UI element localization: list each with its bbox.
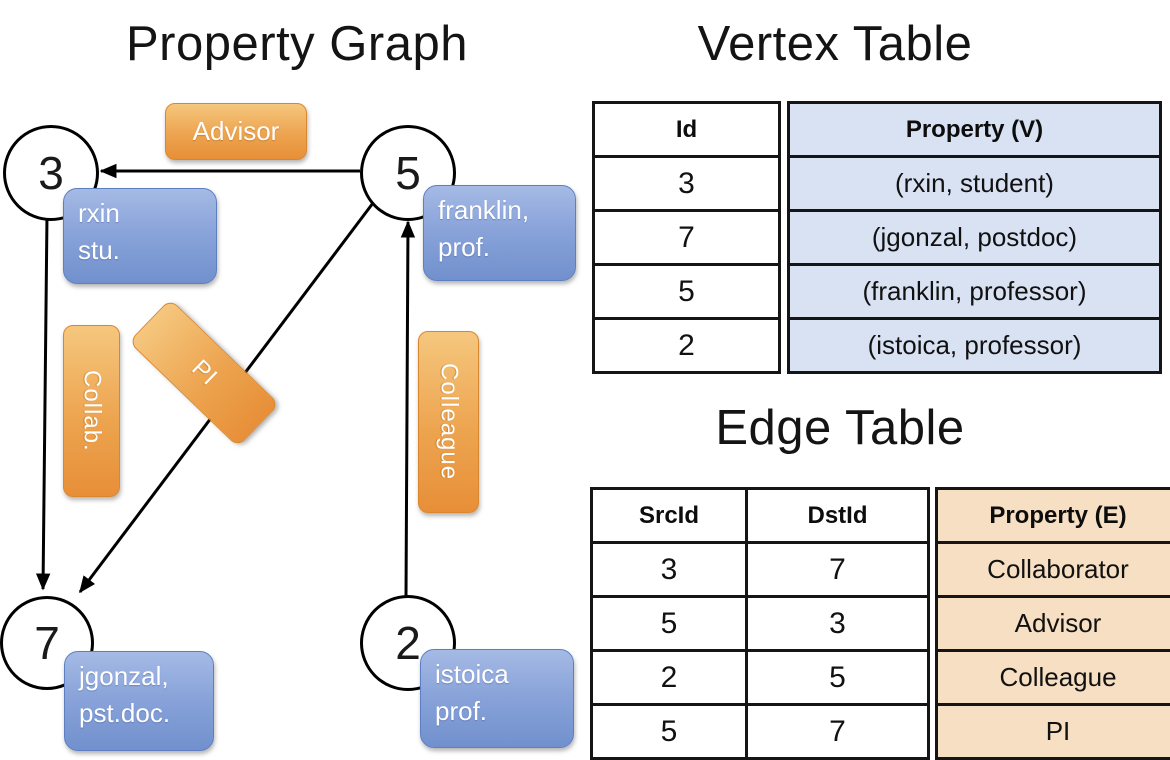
table-cell: (rxin, student) [787,155,1162,212]
edge-table: SrcId DstId 3 7 5 3 2 5 5 7 Property (E)… [590,487,1170,760]
table-cell: Collaborator [935,541,1170,598]
node-5-id: 5 [395,147,421,199]
vertex-table-header-property: Property (V) [787,101,1162,158]
table-cell: PI [935,703,1170,760]
vertex-label-istoica: istoica prof. [420,649,574,748]
table-cell: 7 [745,541,930,598]
vertex-table: Id 3 7 5 2 Property (V) (rxin, student) … [592,101,1162,374]
graph-node-5: 5 [360,125,456,221]
vertex-label-line: franklin, [438,195,530,225]
vertex-table-property-column: Property (V) (rxin, student) (jgonzal, p… [787,101,1162,374]
edge-line-collab-3-to-7 [35,214,51,591]
table-cell: Advisor [935,595,1170,652]
edge-table-id-columns: SrcId DstId 3 7 5 3 2 5 5 7 [590,487,930,760]
vertex-label-jgonzal: jgonzal, pst.doc. [64,651,214,751]
vertex-label-rxin: rxin stu. [63,188,217,284]
table-cell: 7 [745,703,930,760]
table-cell: 7 [592,209,781,266]
table-cell: (istoica, professor) [787,317,1162,374]
edge-table-title: Edge Table [715,401,965,455]
vertex-table-id-column: Id 3 7 5 2 [592,101,781,374]
edge-label-collab: Collab. [63,325,120,497]
graph-node-2: 2 [360,595,456,691]
table-cell: 2 [590,649,748,706]
edge-label-text: PI [186,354,223,391]
vertex-label-line: stu. [78,234,120,265]
table-cell: 3 [592,155,781,212]
table-cell: 3 [590,541,748,598]
edge-table-header-property: Property (E) [935,487,1170,544]
vertex-table-header-id: Id [592,101,781,158]
table-cell: Colleague [935,649,1170,706]
vertex-label-line: prof. [435,695,488,726]
edge-label-text: Advisor [192,116,280,146]
vertex-label-line: jgonzal, [79,661,169,691]
vertex-table-title: Vertex Table [697,17,973,71]
vertex-label-line: rxin [78,198,120,228]
edge-table-header-srcid: SrcId [590,487,748,544]
vertex-label-franklin: franklin, prof. [423,185,576,281]
vertex-label-line: prof. [438,231,491,262]
table-cell: (franklin, professor) [787,263,1162,320]
property-graph-title: Property Graph [126,17,468,71]
edge-label-advisor: Advisor [165,103,307,160]
table-cell: 5 [590,595,748,652]
edge-label-text: Colleague [435,363,463,481]
edge-table-header-dstid: DstId [745,487,930,544]
table-cell: 3 [745,595,930,652]
table-cell: (jgonzal, postdoc) [787,209,1162,266]
table-cell: 5 [592,263,781,320]
vertex-label-line: istoica [435,659,509,689]
table-cell: 5 [590,703,748,760]
edge-label-text: Collab. [78,370,106,452]
table-cell: 2 [592,317,781,374]
table-cell: 5 [745,649,930,706]
node-3-id: 3 [38,147,64,199]
node-7-id: 7 [34,617,60,669]
edge-table-property-column: Property (E) Collaborator Advisor Collea… [935,487,1170,760]
edge-line-colleague-2-to-5 [400,220,416,597]
vertex-label-line: pst.doc. [79,697,171,728]
edge-label-colleague: Colleague [418,331,479,513]
node-2-id: 2 [395,617,421,669]
